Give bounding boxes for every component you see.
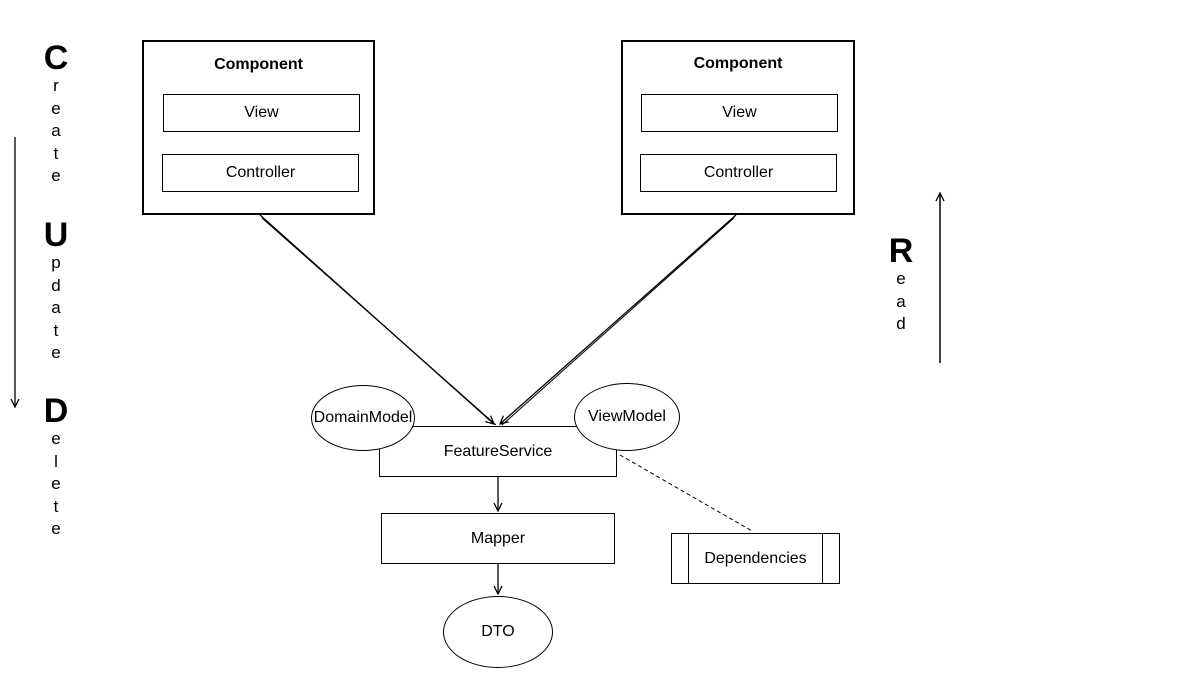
delete-letter: e [51,474,61,493]
viewmodel-to-dependencies-dashed-line [619,454,753,532]
update-word: U p d a t e [36,218,76,365]
dependencies-right-bar [822,534,823,583]
delete-letter: l [54,451,58,471]
controller-box: Controller [162,154,359,192]
delete-letter: e [51,429,61,448]
dto-ellipse: DTO [443,596,553,668]
create-letter: r [53,76,59,95]
create-word: C r e a t e [36,41,76,188]
update-capital: U [43,216,69,254]
component-title: Component [214,56,303,73]
create-letter: e [51,166,61,185]
create-letter: t [53,143,59,163]
read-letter: e [896,269,906,288]
dependencies-label: Dependencies [704,549,807,567]
component-right-to-featureservice-arrow [500,214,737,424]
featureservice-box: FeatureService [379,426,617,477]
dependencies-left-bar [688,534,689,583]
component-box-right: Component View Controller [621,40,855,215]
update-letter: p [51,253,61,272]
delete-capital: D [43,392,69,430]
component-box-left: Component View Controller [142,40,375,215]
dependencies-box: Dependencies [671,533,840,584]
update-letter: t [53,320,59,340]
read-word: R e a d [881,234,921,336]
read-letter: d [896,314,906,333]
controller-box: Controller [640,154,837,192]
read-letter: a [896,291,906,311]
view-box: View [163,94,360,132]
update-letter: d [51,275,61,295]
domainmodel-ellipse: DomainModel [311,385,415,451]
delete-word: D e l e t e [36,394,76,541]
viewmodel-ellipse: ViewModel [574,383,680,451]
create-capital: C [43,39,69,77]
delete-letter: t [53,496,59,516]
update-letter: a [51,298,61,317]
update-letter: e [51,343,61,362]
read-capital: R [888,232,914,270]
mapper-box: Mapper [381,513,615,564]
create-letter: a [51,121,61,140]
component-title: Component [693,55,783,72]
view-box: View [641,94,838,132]
create-letter: e [51,98,61,118]
delete-letter: e [51,519,61,538]
